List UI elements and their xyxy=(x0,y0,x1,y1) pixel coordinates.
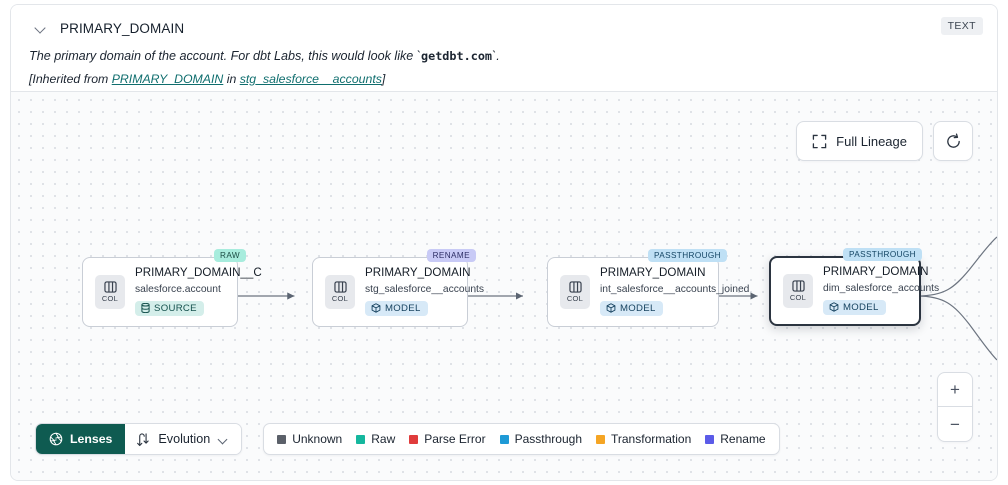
inherited-column-link[interactable]: PRIMARY_DOMAIN xyxy=(111,72,224,86)
node-subtitle: dim_salesforce_accounts xyxy=(823,282,940,294)
lineage-legend: Unknown Raw Parse Error Passthrough Tran… xyxy=(263,423,780,455)
inherited-mid: in xyxy=(223,72,240,86)
node-type-badge-label: MODEL xyxy=(620,302,656,314)
node-type-badge-label: MODEL xyxy=(843,301,879,313)
expand-icon xyxy=(812,134,827,148)
node-type-badge: MODEL xyxy=(600,300,663,316)
chevron-down-icon xyxy=(218,434,229,445)
legend-swatch xyxy=(596,434,605,444)
node-tag: RENAME xyxy=(426,249,476,262)
node-name: PRIMARY_DOMAIN xyxy=(823,264,929,278)
node-type-badge: MODEL xyxy=(823,299,886,315)
lenses-label: Lenses xyxy=(70,432,113,446)
legend-label: Unknown xyxy=(292,432,343,446)
lineage-node[interactable]: RENAME COL PRIMARY_DOMAIN stg_salesforce… xyxy=(312,249,484,327)
evolution-arrows-icon xyxy=(137,432,150,446)
node-subtitle: salesforce.account xyxy=(135,283,221,295)
column-icon: COL xyxy=(560,275,590,309)
description-code: getdbt.com xyxy=(421,49,493,63)
inherited-prefix: [Inherited from xyxy=(29,72,112,86)
column-description: The primary domain of the account. For d… xyxy=(29,49,979,63)
columns-glyph xyxy=(791,280,805,292)
legend-swatch xyxy=(705,434,715,444)
node-subtitle: stg_salesforce__accounts xyxy=(365,283,485,295)
column-chip-label: COL xyxy=(566,294,584,303)
lineage-canvas[interactable]: RAW COL PRIMARY_DOMAIN__C salesforce.acc… xyxy=(11,92,997,480)
node-body: PRIMARY_DOMAIN stg_salesforce__accounts … xyxy=(365,266,484,319)
legend-item[interactable]: Parse Error xyxy=(409,432,486,446)
node-body: PRIMARY_DOMAIN__C salesforce.account SOU… xyxy=(135,266,262,319)
node-type-badge-label: MODEL xyxy=(385,302,421,314)
cube-icon xyxy=(606,303,616,313)
header-title-row: PRIMARY_DOMAIN xyxy=(29,17,979,39)
page-title: PRIMARY_DOMAIN xyxy=(60,20,185,36)
column-chip-label: COL xyxy=(789,293,807,302)
legend-swatch xyxy=(409,434,419,444)
zoom-controls: + − xyxy=(937,372,973,442)
node-tag: PASSTHROUGH xyxy=(647,249,727,262)
refresh-button[interactable] xyxy=(933,121,973,161)
inherited-suffix: ] xyxy=(381,72,386,86)
database-icon xyxy=(141,303,150,314)
node-tag: PASSTHROUGH xyxy=(842,248,922,261)
chevron-down-icon[interactable] xyxy=(34,21,48,35)
node-body: PRIMARY_DOMAIN int_salesforce__accounts_… xyxy=(600,266,749,319)
canvas-bottom-bar: Lenses Evolution Unknown xyxy=(35,423,780,455)
node-subtitle: int_salesforce__accounts_joined xyxy=(600,283,750,295)
node-body: PRIMARY_DOMAIN dim_salesforce_accounts M… xyxy=(823,265,939,318)
inherited-model-link[interactable]: stg_salesforce__accounts xyxy=(239,72,382,86)
canvas-toolbar: Full Lineage xyxy=(796,121,973,161)
legend-item[interactable]: Raw xyxy=(356,432,395,446)
cube-icon xyxy=(829,302,839,312)
legend-item[interactable]: Unknown xyxy=(277,432,342,446)
cube-icon xyxy=(371,303,381,313)
refresh-icon xyxy=(946,132,960,148)
legend-swatch xyxy=(277,434,287,444)
full-lineage-label: Full Lineage xyxy=(836,133,907,149)
node-name: PRIMARY_DOMAIN xyxy=(600,265,706,279)
legend-label: Passthrough xyxy=(514,432,582,446)
column-icon: COL xyxy=(95,275,125,309)
legend-item[interactable]: Rename xyxy=(705,432,766,446)
node-type-badge-label: SOURCE xyxy=(154,302,197,314)
node-tag: RAW xyxy=(214,249,246,262)
legend-item[interactable]: Transformation xyxy=(596,432,691,446)
legend-swatch xyxy=(356,434,366,444)
lineage-node[interactable]: PASSTHROUGH COL PRIMARY_DOMAIN int_sales… xyxy=(547,249,749,327)
column-icon: COL xyxy=(325,275,355,309)
legend-item[interactable]: Passthrough xyxy=(499,432,582,446)
evolution-dropdown[interactable]: Evolution xyxy=(125,424,242,454)
full-lineage-button[interactable]: Full Lineage xyxy=(796,121,923,161)
description-text-post: `. xyxy=(492,49,500,63)
lenses-group: Lenses Evolution xyxy=(35,423,243,455)
description-text-pre: The primary domain of the account. For d… xyxy=(29,49,421,63)
zoom-out-button[interactable]: − xyxy=(950,414,960,434)
type-badge: TEXT xyxy=(940,17,983,35)
lineage-node[interactable]: RAW COL PRIMARY_DOMAIN__C salesforce.acc… xyxy=(82,249,262,327)
legend-label: Raw xyxy=(371,432,396,446)
inherited-from-line: [Inherited from PRIMARY_DOMAIN in stg_sa… xyxy=(29,72,979,86)
legend-swatch xyxy=(499,434,509,444)
panel-header: PRIMARY_DOMAIN TEXT The primary domain o… xyxy=(11,5,997,92)
columns-glyph xyxy=(103,281,117,293)
column-chip-label: COL xyxy=(331,294,349,303)
zoom-in-button[interactable]: + xyxy=(938,373,972,407)
lineage-node-selected[interactable]: PASSTHROUGH COL PRIMARY_DOMAIN dim_sales… xyxy=(769,248,939,326)
node-name: PRIMARY_DOMAIN__C xyxy=(135,265,262,279)
column-icon: COL xyxy=(783,274,813,308)
legend-label: Rename xyxy=(720,432,766,446)
column-lineage-panel: PRIMARY_DOMAIN TEXT The primary domain o… xyxy=(10,4,998,481)
aperture-icon xyxy=(49,432,63,446)
lenses-button[interactable]: Lenses xyxy=(36,424,126,454)
columns-glyph xyxy=(568,281,582,293)
column-chip-label: COL xyxy=(101,294,119,303)
columns-glyph xyxy=(333,281,347,293)
legend-label: Parse Error xyxy=(424,432,486,446)
node-type-badge: MODEL xyxy=(365,300,428,316)
legend-label: Transformation xyxy=(611,432,692,446)
evolution-label: Evolution xyxy=(158,432,211,446)
node-type-badge: SOURCE xyxy=(135,300,204,316)
node-name: PRIMARY_DOMAIN xyxy=(365,265,471,279)
